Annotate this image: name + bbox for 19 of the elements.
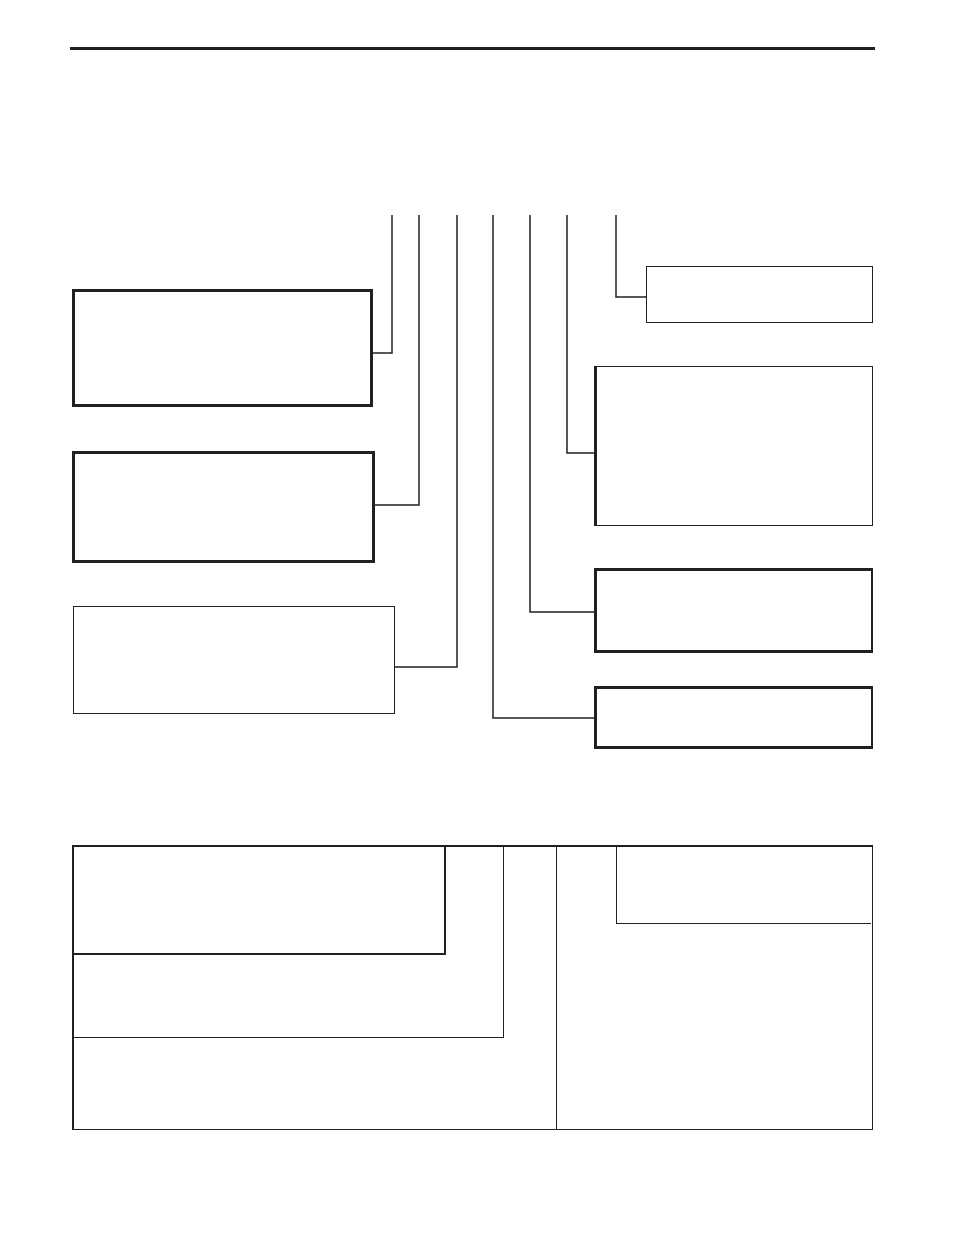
callout-box [72,451,375,563]
nested-panel [74,847,504,1038]
leader-line [529,214,595,613]
leader-line [492,214,595,719]
leader-line [615,214,647,298]
leader-line [374,214,420,506]
leader-line [372,214,393,354]
left-column [74,847,557,1129]
callout-box [594,686,873,749]
leader-line [394,214,458,668]
callout-box [646,266,873,323]
callout-box [72,289,373,407]
callout-box [594,568,873,653]
leader-line [566,214,595,454]
inner-panel [74,847,446,955]
callout-box [73,606,395,714]
callout-box [594,366,873,526]
corner-panel [615,847,871,924]
form-frame [72,845,873,1130]
